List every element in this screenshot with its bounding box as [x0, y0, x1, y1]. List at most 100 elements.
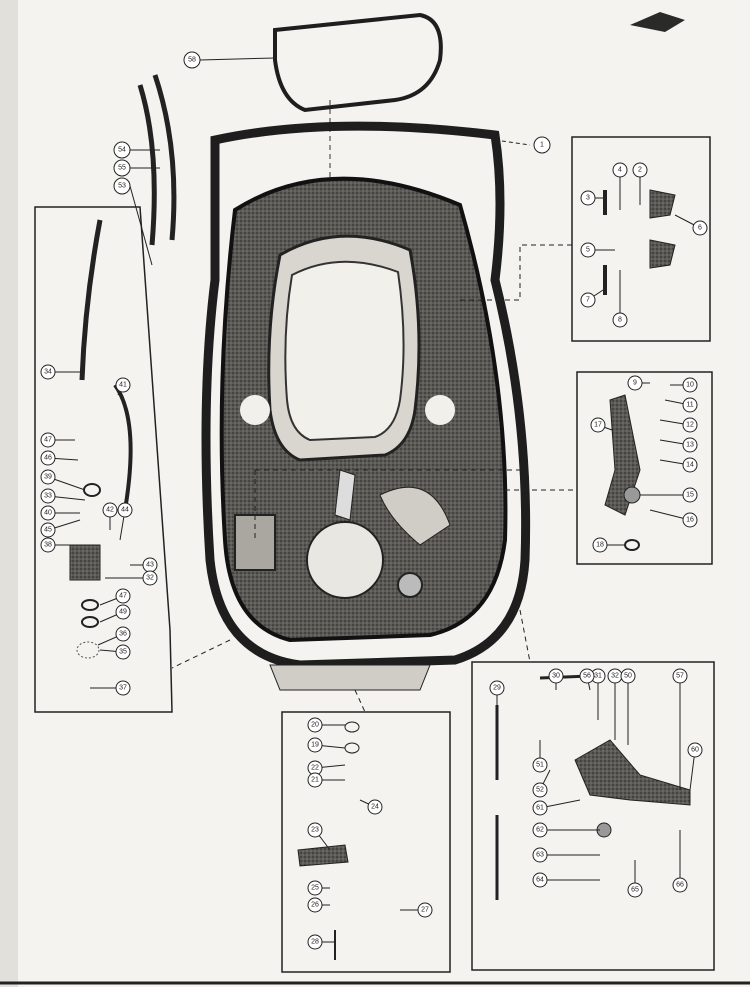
callout-bottom-right-panel: 51 — [532, 740, 548, 773]
callout-mid-right-panel: 13 — [659, 437, 698, 453]
svg-text:29: 29 — [493, 685, 501, 692]
svg-text:26: 26 — [311, 902, 319, 909]
callout-bottom-center-panel: 21 — [307, 772, 345, 788]
svg-text:5: 5 — [586, 247, 590, 254]
svg-text:44: 44 — [121, 507, 129, 514]
svg-text:25: 25 — [311, 885, 319, 892]
callout-upper-right-panel: 6 — [674, 214, 708, 236]
svg-text:40: 40 — [44, 510, 52, 517]
svg-text:12: 12 — [686, 422, 694, 429]
callout-left-panel: 38 — [40, 537, 70, 553]
callout-left-panel: 40 — [40, 505, 80, 521]
svg-text:18: 18 — [596, 542, 604, 549]
svg-text:21: 21 — [311, 777, 319, 784]
callout-hose-b: 55 — [113, 159, 160, 177]
svg-text:13: 13 — [686, 442, 694, 449]
svg-text:3: 3 — [586, 195, 590, 202]
callout-bottom-center-panel: 26 — [307, 897, 330, 913]
svg-text:31: 31 — [594, 673, 602, 680]
svg-text:2: 2 — [638, 167, 642, 174]
svg-text:53: 53 — [118, 183, 126, 190]
callout-bottom-center-panel: 25 — [307, 880, 330, 896]
callout-top-gasket: 58 — [183, 51, 276, 69]
svg-text:19: 19 — [311, 742, 319, 749]
callout-bottom-right-panel: 62 — [532, 822, 600, 838]
callout-bottom-right-panel: 50 — [620, 668, 636, 745]
panel-left — [34, 206, 173, 713]
callout-frame: 1 — [533, 136, 551, 154]
callout-upper-right-panel: 7 — [580, 289, 604, 308]
svg-text:22: 22 — [311, 765, 319, 772]
svg-text:39: 39 — [44, 474, 52, 481]
svg-text:62: 62 — [536, 827, 544, 834]
callout-mid-right-panel: 16 — [649, 509, 698, 528]
svg-text:33: 33 — [44, 493, 52, 500]
callout-left-panel: 39 — [40, 469, 86, 491]
hose-a — [137, 84, 157, 246]
callout-hose-a: 54 — [113, 141, 160, 159]
callout-bottom-right-panel: 52 — [532, 769, 551, 798]
panel-mid-right — [576, 371, 713, 565]
svg-text:57: 57 — [676, 673, 684, 680]
callout-mid-right-panel: 18 — [592, 537, 625, 553]
svg-text:54: 54 — [118, 147, 126, 154]
svg-text:9: 9 — [633, 380, 637, 387]
svg-text:56: 56 — [583, 673, 591, 680]
svg-text:24: 24 — [371, 804, 379, 811]
svg-text:32: 32 — [146, 575, 154, 582]
svg-text:32: 32 — [611, 673, 619, 680]
callout-bottom-right-panel: 66 — [672, 830, 688, 893]
scan-edge-noise — [0, 0, 18, 987]
callout-mid-right-panel: 12 — [659, 417, 698, 433]
svg-text:42: 42 — [106, 507, 114, 514]
callout-mid-right-panel: 9 — [627, 375, 650, 391]
svg-text:6: 6 — [698, 225, 702, 232]
callout-bottom-right-panel: 61 — [532, 799, 581, 816]
svg-text:55: 55 — [118, 165, 126, 172]
callout-bottom-center-panel: 27 — [400, 902, 433, 918]
callout-bottom-center-panel: 19 — [307, 737, 346, 753]
callout-bottom-right-panel: 63 — [532, 847, 600, 863]
callout-left-panel: 32 — [105, 570, 158, 586]
main-frame — [201, 121, 531, 691]
svg-text:65: 65 — [631, 887, 639, 894]
callout-left-panel: 49 — [99, 604, 131, 623]
hose-b — [152, 74, 177, 241]
callout-bottom-center-panel: 28 — [307, 934, 335, 950]
svg-text:63: 63 — [536, 852, 544, 859]
callout-mid-right-panel: 14 — [659, 457, 698, 473]
svg-text:38: 38 — [44, 542, 52, 549]
callout-upper-right-panel: 2 — [632, 162, 648, 205]
svg-text:16: 16 — [686, 517, 694, 524]
svg-text:20: 20 — [311, 722, 319, 729]
callout-left-panel: 35 — [99, 644, 131, 660]
svg-text:45: 45 — [44, 527, 52, 534]
callout-left-panel: 37 — [90, 680, 131, 696]
svg-text:43: 43 — [146, 562, 154, 569]
callout-left-panel: 44 — [117, 502, 133, 541]
svg-text:50: 50 — [624, 673, 632, 680]
callout-upper-right-panel: 4 — [612, 162, 628, 210]
callout-mid-right-panel: 17 — [590, 417, 613, 433]
svg-text:58: 58 — [188, 57, 196, 64]
svg-text:28: 28 — [311, 939, 319, 946]
panel-upper-right — [571, 136, 711, 342]
callout-bottom-right-panel: 56 — [579, 668, 595, 691]
callout-left-panel: 42 — [102, 502, 118, 530]
callout-left-panel: 45 — [40, 519, 81, 538]
callout-left-panel: 41 — [115, 377, 131, 396]
top-gasket — [273, 12, 443, 113]
svg-text:49: 49 — [119, 609, 127, 616]
svg-text:64: 64 — [536, 877, 544, 884]
callout-upper-right-panel: 8 — [612, 270, 628, 328]
callout-upper-right-panel: 3 — [580, 190, 603, 206]
svg-text:46: 46 — [44, 455, 52, 462]
svg-text:51: 51 — [536, 762, 544, 769]
svg-text:47: 47 — [119, 593, 127, 600]
svg-text:66: 66 — [676, 882, 684, 889]
svg-text:61: 61 — [536, 805, 544, 812]
panel-bottom-center — [281, 711, 451, 973]
callout-mid-right-panel: 11 — [664, 397, 698, 413]
svg-text:34: 34 — [44, 369, 52, 376]
